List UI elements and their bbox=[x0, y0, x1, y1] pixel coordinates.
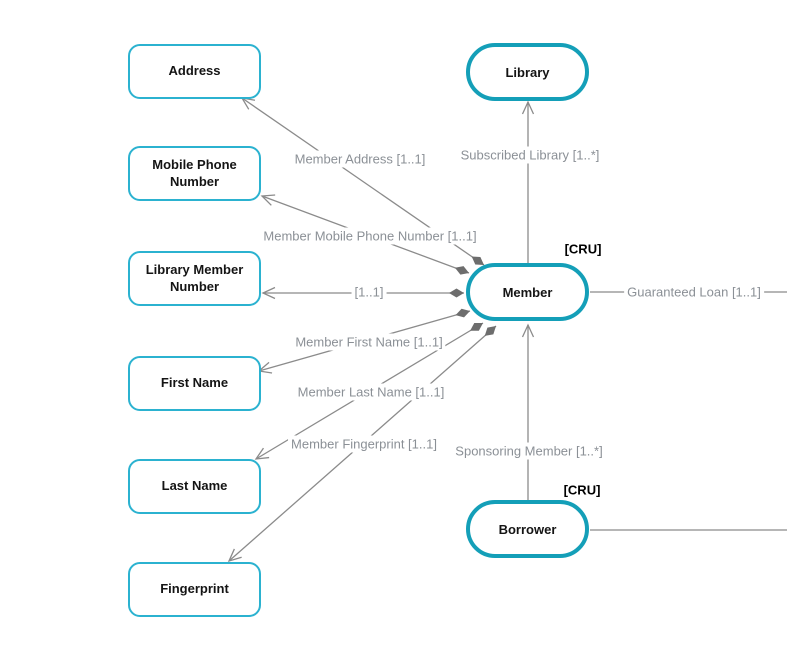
attribute-label: Fingerprint bbox=[160, 581, 229, 597]
edge-label-member-address: Member Address [1..1] bbox=[291, 150, 429, 168]
attribute-label: First Name bbox=[160, 375, 229, 391]
attribute-label: Library Member Number bbox=[145, 262, 244, 294]
entity-node-member[interactable]: Member bbox=[466, 263, 589, 321]
attribute-node-library-member-number[interactable]: Library Member Number bbox=[128, 251, 261, 306]
attribute-node-fingerprint[interactable]: Fingerprint bbox=[128, 562, 261, 617]
edge-label-guaranteed-loan: Guaranteed Loan [1..1] bbox=[624, 283, 764, 301]
borrower-stereotype-label: [CRU] bbox=[561, 482, 603, 498]
attribute-node-last-name[interactable]: Last Name bbox=[128, 459, 261, 514]
attribute-node-first-name[interactable]: First Name bbox=[128, 356, 261, 411]
entity-node-library[interactable]: Library bbox=[466, 43, 589, 101]
edge-label-subscribed-library: Subscribed Library [1..*] bbox=[457, 146, 603, 164]
edge-label-library-member-number: [1..1] bbox=[351, 283, 387, 301]
entity-label: Library bbox=[505, 64, 550, 80]
entity-label: Borrower bbox=[498, 521, 557, 537]
edge-label-member-last-name: Member Last Name [1..1] bbox=[294, 383, 448, 401]
attribute-label: Address bbox=[168, 63, 221, 79]
member-stereotype-label: [CRU] bbox=[562, 241, 604, 257]
attribute-node-address[interactable]: Address bbox=[128, 44, 261, 99]
entity-node-borrower[interactable]: Borrower bbox=[466, 500, 589, 558]
attribute-node-mobile-phone-number[interactable]: Mobile Phone Number bbox=[128, 146, 261, 201]
edge-label-member-mobile-phone-number: Member Mobile Phone Number [1..1] bbox=[260, 227, 480, 245]
edge-label-member-first-name: Member First Name [1..1] bbox=[292, 333, 446, 351]
attribute-label: Last Name bbox=[161, 478, 228, 494]
edge-label-member-fingerprint: Member Fingerprint [1..1] bbox=[288, 435, 440, 453]
attribute-label: Mobile Phone Number bbox=[152, 157, 237, 189]
edge-label-sponsoring-member: Sponsoring Member [1..*] bbox=[452, 442, 606, 460]
entity-label: Member bbox=[502, 284, 553, 300]
